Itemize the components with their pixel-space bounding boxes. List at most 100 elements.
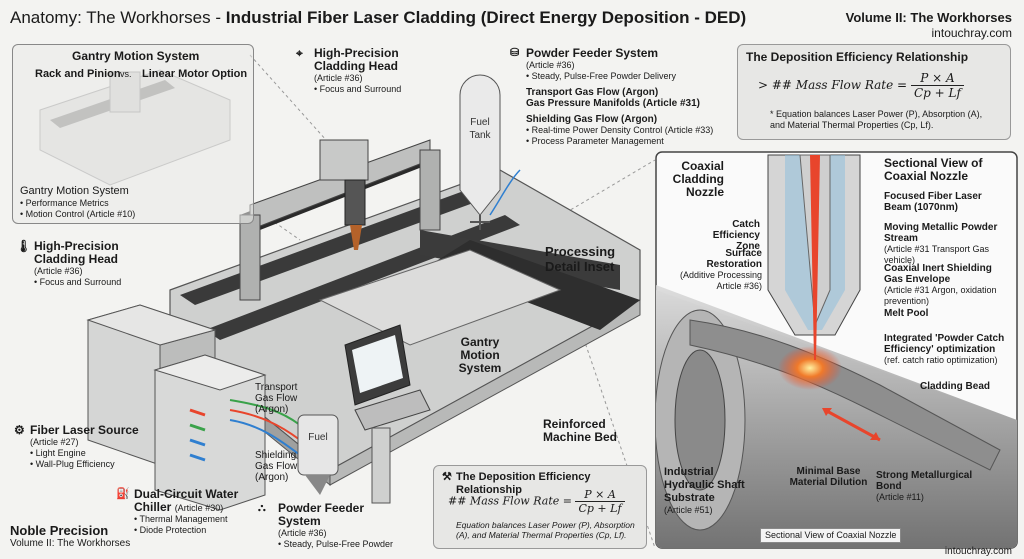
efficiency-bottom-prefix: ## Mass Flow Rate = <box>448 494 572 508</box>
feeder-bottom-title: Powder Feeder System <box>278 501 365 528</box>
shielding-envelope-label: Coaxial Inert Shielding Gas Envelope <box>884 263 992 285</box>
dilution-label: Minimal Base Material Dilution <box>789 466 868 488</box>
head-left-callout: 🌡 High-Precision Cladding Head (Article … <box>14 240 164 288</box>
shielding-envelope-callout: Coaxial Inert Shielding Gas Envelope (Ar… <box>884 263 1012 307</box>
shielding-gas-label: Shielding Gas Flow (Argon) <box>255 450 298 483</box>
efficiency-top-equation: > ## Mass Flow Rate = P × A Cp + Lf <box>758 71 964 100</box>
efficiency-bottom-numerator: P × A <box>575 488 625 502</box>
efficiency-bottom-note: Equation balances Laser Power (P), Absor… <box>456 520 635 540</box>
bond-callout: Strong Metallurgical Bond (Article #11) <box>876 470 996 503</box>
volume-label: Volume II: The Workhorses <box>845 10 1012 25</box>
feeder-bottom-article: (Article #36) <box>278 528 327 538</box>
laser-source-item-1: Light Engine <box>30 448 154 459</box>
efficiency-top-denominator: Cp + Lf <box>913 86 961 100</box>
chiller-title: Dual-Circuit Water Chiller <box>134 487 239 514</box>
footer-site: intouchray.com <box>944 546 1012 557</box>
head-top-callout: ⌖ High-Precision Cladding Head (Article … <box>296 47 416 95</box>
powder-stream-callout: Moving Metallic Powder Stream (Article #… <box>884 222 1009 266</box>
thermometer-icon: 🌡 <box>16 239 32 253</box>
gear-icon: ⚙ <box>14 423 25 437</box>
vs-label: vs. <box>120 69 132 79</box>
gantry-item-1: Performance Metrics <box>20 198 135 209</box>
feeder-bottom-item: Steady, Pulse-Free Powder <box>278 539 408 550</box>
chiller-item-1: Thermal Management <box>134 514 256 525</box>
feeder-top-item: Steady, Pulse-Free Powder Delivery <box>526 71 735 82</box>
feeder-manifold-label: Gas Pressure Manifolds (Article #31) <box>526 98 700 109</box>
catch-zone-label: Catch Efficiency Zone <box>712 219 760 252</box>
runner-icon: ⚒ <box>442 471 452 483</box>
sectional-view-label: Sectional View of Coaxial Nozzle <box>884 156 983 183</box>
head-left-title: High-Precision Cladding Head <box>34 239 119 266</box>
efficiency-top-numerator: P × A <box>910 71 964 86</box>
volume-header: Volume II: The Workhorses intouchray.com <box>846 10 1012 40</box>
footer-volume: Volume II: The Workhorses <box>10 538 131 549</box>
efficiency-top-title: The Deposition Efficiency Relationship <box>746 50 969 64</box>
efficiency-bottom-box: ⚒ The Deposition Efficiency Relationship… <box>433 465 647 549</box>
transport-gas-label: Transport Gas Flow (Argon) <box>255 382 298 415</box>
title-main: Industrial Fiber Laser Cladding (Direct … <box>225 8 747 27</box>
melt-pool-label: Melt Pool <box>884 308 929 319</box>
chiller-callout: ⛽ Dual-Circuit Water Chiller (Article #3… <box>116 488 256 536</box>
head-top-title: High-Precision Cladding Head <box>314 46 399 73</box>
surface-restoration-note: (Additive Processing Article #36) <box>679 270 762 291</box>
hierarchy-icon: ⛬ <box>258 502 266 514</box>
laser-source-callout: ⚙ Fiber Laser Source (Article #27) Light… <box>14 424 154 470</box>
laser-source-item-2: Wall-Plug Efficiency <box>30 459 154 470</box>
surface-restoration-callout: Surface Restoration (Additive Processing… <box>672 248 762 292</box>
gantry-inset-info: Gantry Motion System Performance Metrics… <box>20 185 135 220</box>
efficiency-bottom-title: The Deposition Efficiency Relationship <box>456 471 591 496</box>
laser-beam-label: Focused Fiber Laser Beam (1070nm) <box>884 191 982 213</box>
feeder-icon: ⛁ <box>510 47 520 59</box>
bond-note: (Article #11) <box>876 492 924 502</box>
gantry-inset-title: Gantry Motion System <box>72 49 200 63</box>
integrated-optimization-label: Integrated 'Powder Catch Efficiency' opt… <box>884 333 1005 355</box>
efficiency-bottom-header: ⚒ The Deposition Efficiency Relationship <box>442 471 646 497</box>
gantry-system-label: Gantry Motion System <box>458 335 502 375</box>
shaft-substrate-label: Industrial Hydraulic Shaft Substrate <box>664 466 745 504</box>
shaft-substrate-note: (Article #51) <box>664 505 713 515</box>
chiller-icon: ⛽ <box>116 488 130 500</box>
footer-brand: Noble Precision <box>10 523 109 538</box>
rack-pinion-label: Rack and Pinion <box>35 68 121 80</box>
feeder-transport-label: Transport Gas Flow (Argon) <box>526 87 659 98</box>
efficiency-top-box: The Deposition Efficiency Relationship >… <box>737 44 1011 140</box>
cladding-bead-label: Cladding Bead <box>920 381 991 392</box>
powder-stream-label: Moving Metallic Powder Stream <box>884 222 998 244</box>
feeder-item-2: Process Parameter Management <box>526 136 735 147</box>
page-title: Anatomy: The Workhorses - Industrial Fib… <box>10 8 746 28</box>
integrated-optimization-note: (ref. catch ratio optimization) <box>884 355 998 365</box>
laser-source-article: (Article #27) <box>30 437 79 447</box>
head-top-item: Focus and Surround <box>296 84 416 95</box>
coaxial-nozzle-label: Coaxial Cladding Nozzle <box>672 159 724 199</box>
feeder-bottom-callout: ⛬ Powder Feeder System (Article #36) Ste… <box>258 502 408 550</box>
head-top-article: (Article #36) <box>314 73 363 83</box>
shaft-substrate-callout: Industrial Hydraulic Shaft Substrate (Ar… <box>664 466 754 516</box>
feeder-top-title: Powder Feeder System <box>526 46 659 60</box>
chiller-item-2: Diode Protection <box>134 525 256 536</box>
efficiency-bottom-denominator: Cp + Lf <box>578 502 622 515</box>
footer-brand-block: Noble Precision Volume II: The Workhorse… <box>10 523 130 549</box>
efficiency-top-note: * Equation balances Laser Power (P), Abs… <box>770 109 983 130</box>
gantry-sub-title: Gantry Motion System <box>20 185 129 197</box>
feeder-shield-label: Shielding Gas Flow (Argon) <box>526 114 658 125</box>
integrated-optimization-callout: Integrated 'Powder Catch Efficiency' opt… <box>884 333 1012 366</box>
head-left-item: Focus and Surround <box>14 277 164 288</box>
linear-motor-label: Linear Motor Option <box>142 68 248 80</box>
powder-stream-note: (Article #31 Transport Gas vehicle) <box>884 244 990 265</box>
site-label: intouchray.com <box>931 26 1012 40</box>
gantry-item-2: Motion Control (Article #10) <box>20 209 136 220</box>
tank-text-bottom: Fuel <box>308 432 327 443</box>
inset-caption: Sectional View of Coaxial Nozzle <box>760 528 902 543</box>
bond-label: Strong Metallurgical Bond <box>876 470 973 492</box>
head-left-article: (Article #36) <box>34 266 83 276</box>
shielding-envelope-note: (Article #31 Argon, oxidation prevention… <box>884 285 997 306</box>
efficiency-top-prefix: > ## Mass Flow Rate = <box>758 78 908 92</box>
gantry-inset-panel <box>12 44 254 224</box>
efficiency-bottom-equation: ## Mass Flow Rate = P × A Cp + Lf <box>448 488 625 515</box>
crosshair-icon: ⌖ <box>296 46 303 60</box>
machine-bed-label: Reinforced Machine Bed <box>543 417 618 444</box>
svg-text:Tank: Tank <box>469 130 491 141</box>
surface-restoration-label: Surface Restoration <box>706 248 762 270</box>
feeder-item-1: Real-time Power Density Control (Article… <box>526 125 735 136</box>
